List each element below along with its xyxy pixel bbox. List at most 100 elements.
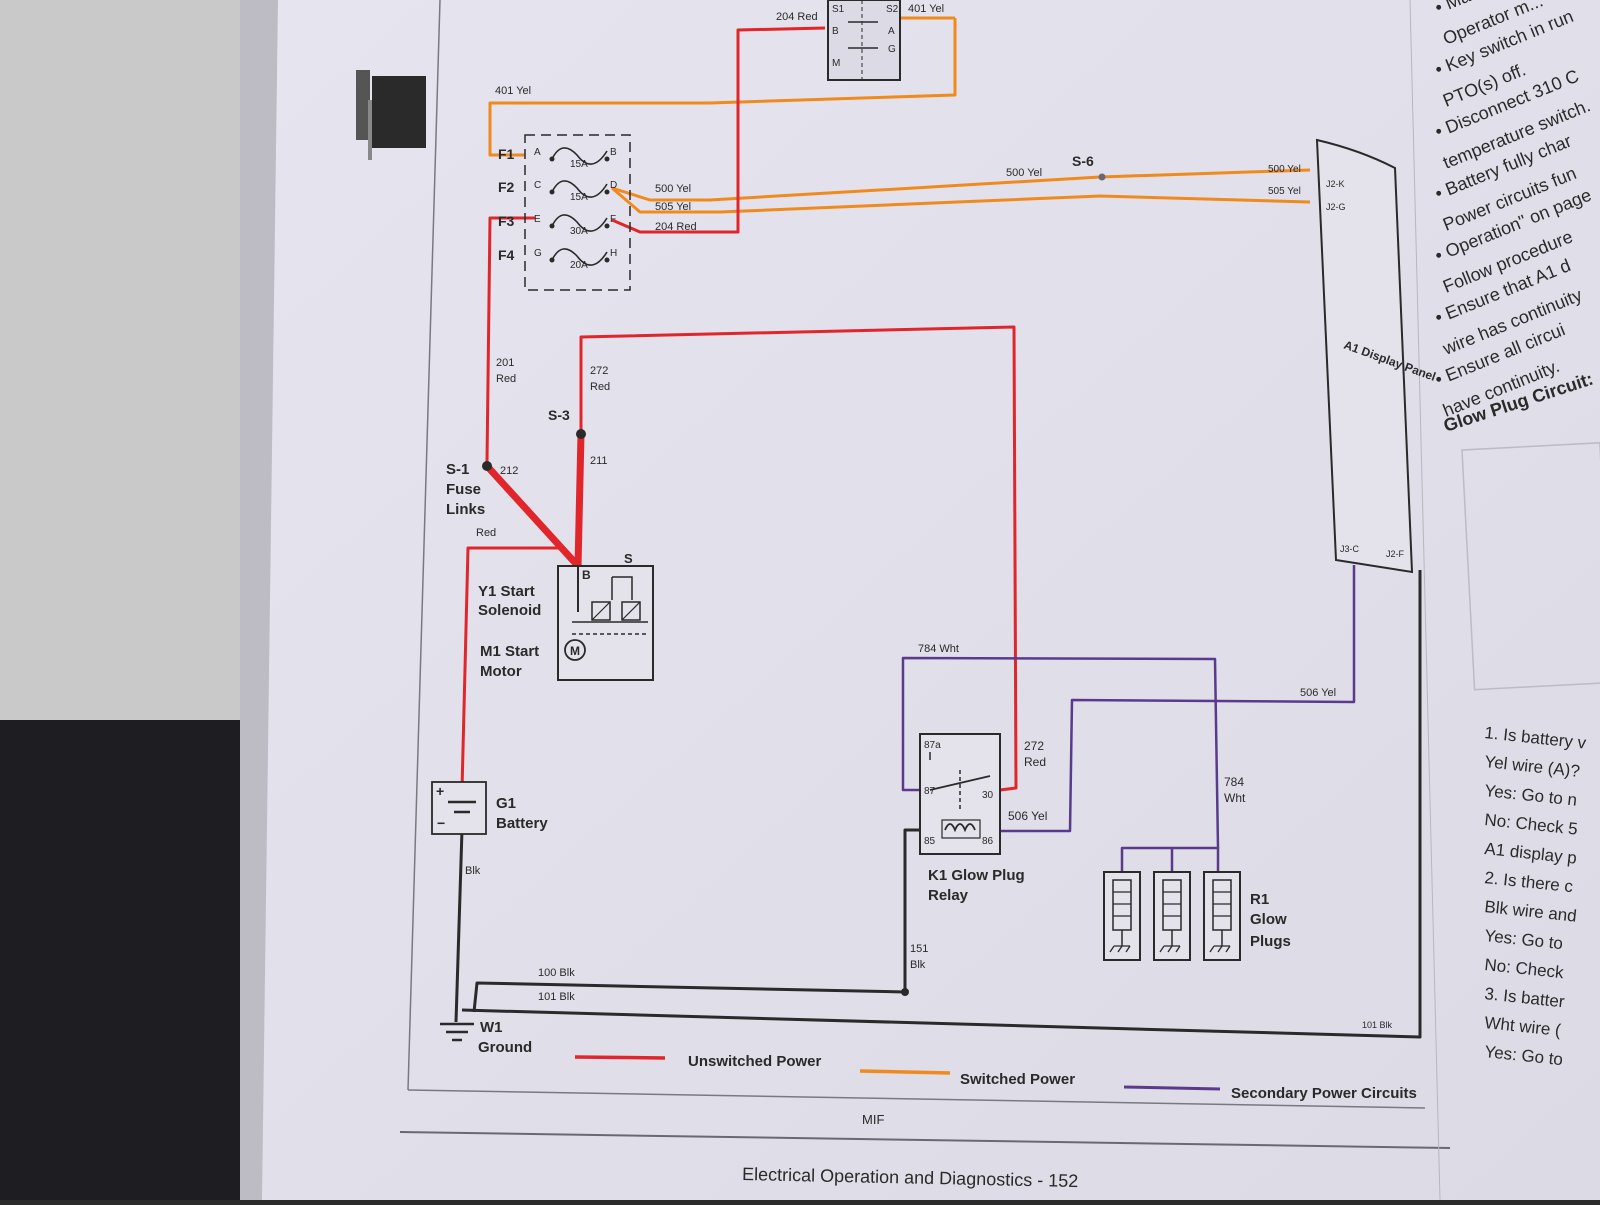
wire-label: 401 Yel [908,3,944,15]
fuse-element [551,214,608,232]
splice-s1-label: Links [446,501,485,518]
a1-pin-label: J2-F [1386,549,1405,559]
wire-label: 151 [910,943,928,955]
page-rule [399,1131,1451,1149]
frame-bottom-line [407,1089,1426,1109]
switch-pin-label: S1 [832,4,845,15]
splice-s6-dot [1098,173,1106,181]
wire-label: 211 [590,455,608,467]
wire-label: Red [590,381,610,393]
splice-s1-label: S-1 [446,461,469,478]
g1-label: Battery [496,815,548,832]
fuse-pin-label: H [610,248,617,259]
wire-label: 201 [496,357,514,369]
k1-pin-label: 86 [982,836,994,847]
wire-label: 500 Yel [1268,164,1301,175]
sidebar-figure-frame [1461,441,1600,691]
frame-left-line [407,0,441,1091]
wire-label: 500 Yel [655,183,691,195]
switch-pin-label: M [832,58,840,69]
y1-label: Y1 Start [478,583,535,600]
fuse-rating-label: 15A [570,192,588,203]
glow-plug [1203,871,1241,961]
switch-pin-label: G [888,44,896,55]
a1-pin-label: J2-G [1326,202,1346,212]
r1-glow-plugs [1103,871,1241,961]
fuse-pin-label: C [534,180,541,191]
fuse-id-label: F3 [498,213,515,229]
splice-s3-label: S-3 [548,407,570,423]
m1-label: M1 Start [480,643,539,660]
wire-label: Blk [910,959,926,971]
wire-label: 500 Yel [1006,167,1042,179]
y1-start-solenoid-m1-start-motor: M B S Y1 Start Solenoid M1 Start Motor [478,551,654,681]
k1-label: Relay [928,887,969,904]
splice-s3-dot [576,429,586,439]
wire-label: 100 Blk [538,967,575,979]
wire-label: 272 [1024,739,1044,753]
switch-pin-label: B [832,26,839,37]
a1-pin-label: J2-K [1326,179,1345,189]
wire-label: 101 Blk [1362,1020,1393,1030]
wire-label: 506 Yel [1300,687,1336,699]
fuse-element [551,248,608,266]
switch-pin-label: A [888,26,895,37]
wire-label: 272 [590,365,608,377]
column-divider [1409,0,1441,1201]
wire-label: 101 Blk [538,991,575,1003]
section-tab-block [372,76,426,148]
fuse-id-label: F4 [498,247,515,263]
fuse-pin-label: F [610,214,616,225]
fuse-pin-label: D [610,180,617,191]
fuse-pin-label: B [610,147,617,158]
g1-label: G1 [496,795,516,812]
section-tab [356,70,370,140]
fuse-rating-label: 30A [570,226,588,237]
wire-label: Red [476,527,496,539]
main-page [262,0,1600,1200]
ground-wires [454,570,1422,1039]
fuse-id-label: F1 [498,146,515,162]
wire-label: Red [1024,755,1046,769]
wire-label: Wht [1224,791,1246,805]
y1-pin-s: S [624,551,633,566]
k1-pin-label: 85 [924,836,936,847]
g1-battery: + − G1 Battery [431,781,548,835]
w1-label: W1 [480,1019,503,1036]
r1-label: Plugs [1250,933,1291,950]
r1-label: R1 [1250,891,1269,908]
w1-label: Ground [478,1039,532,1056]
fuse-pin-label: A [534,147,541,158]
splice-s1-label: Fuse [446,481,481,498]
fuse-pin-label: E [534,214,541,225]
glow-plug [1153,871,1191,961]
k1-label: K1 Glow Plug [928,867,1025,884]
w1-ground-symbol: W1 Ground [440,1019,532,1056]
legend-label: Unswitched Power [688,1053,822,1070]
wire-labels: 204 Red 401 Yel 401 Yel 500 Yel 505 Yel … [465,3,1393,1030]
legend-label: Switched Power [960,1071,1075,1088]
k1-pin-label: 87 [924,786,936,797]
switch-pin-label: S2 [886,4,899,15]
unswitched-power-wires [460,26,1018,792]
svg-text:+: + [436,783,444,799]
fuse-rating-label: 20A [570,260,588,271]
wire-label: 506 Yel [1008,809,1047,823]
switched-power-wires [488,16,1311,214]
wire-label: 784 [1224,775,1244,789]
k1-glow-plug-relay: 87a 87 30 85 86 K1 Glow Plug Relay [919,733,1025,904]
fuse-element [551,180,608,198]
wire-label: 505 Yel [655,201,691,213]
wire-label: 204 Red [655,221,697,233]
key-switch-connector: S1 B M A G S2 [827,0,901,81]
splice-s6-label: S-6 [1072,153,1094,169]
fuse-element [551,147,608,165]
legend-label: Secondary Power Circuits [1231,1085,1417,1102]
y1-label: Solenoid [478,602,541,619]
wire-label: 505 Yel [1268,186,1301,197]
splices: S-1 Fuse Links S-3 S-6 [446,153,1106,518]
